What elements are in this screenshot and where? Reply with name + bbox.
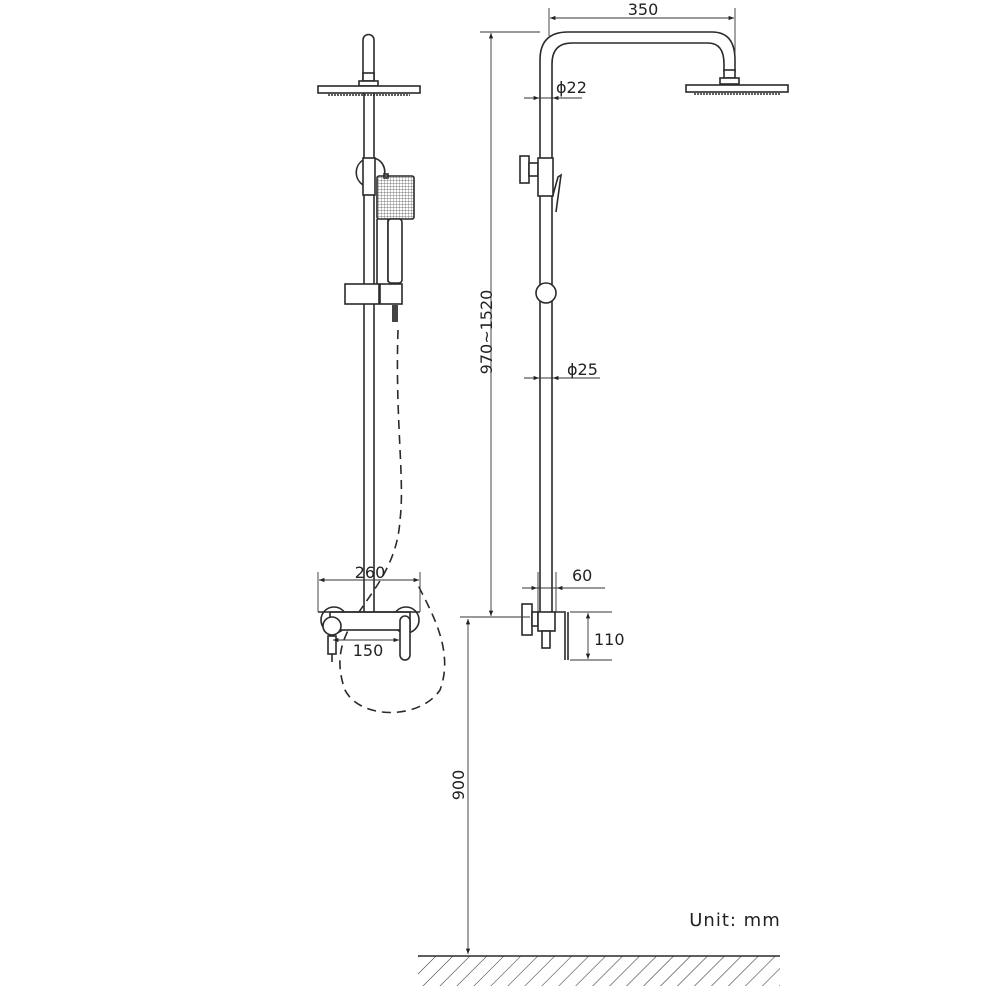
floor-hatch [418,956,780,986]
hand-shower [376,175,415,220]
dim-height-range: 970~1520 [477,290,496,375]
dim-arm-reach: 350 [628,0,659,19]
slider-bracket [344,283,380,305]
diverter-knob [519,155,530,184]
dim-mixer-width: 260 [355,563,386,582]
dim-lower-diameter: ϕ25 [567,360,598,379]
side-rain-head [685,84,789,93]
overall-dimensions: 970~1520 900 Unit: mm [418,31,781,986]
dim-mixer-height: 110 [594,630,625,649]
unit-label: Unit: mm [689,910,781,931]
dim-inlet-centers: 150 [353,641,384,660]
side-view: 350 ϕ22 ϕ25 60 110 [519,0,789,661]
dim-mixer-depth: 60 [572,566,592,585]
front-view: 260 150 [317,33,446,714]
dim-upper-diameter: ϕ22 [556,78,587,97]
dim-floor-height: 900 [449,770,468,801]
rain-shower-head [317,85,421,94]
mixer-lever [399,615,411,661]
